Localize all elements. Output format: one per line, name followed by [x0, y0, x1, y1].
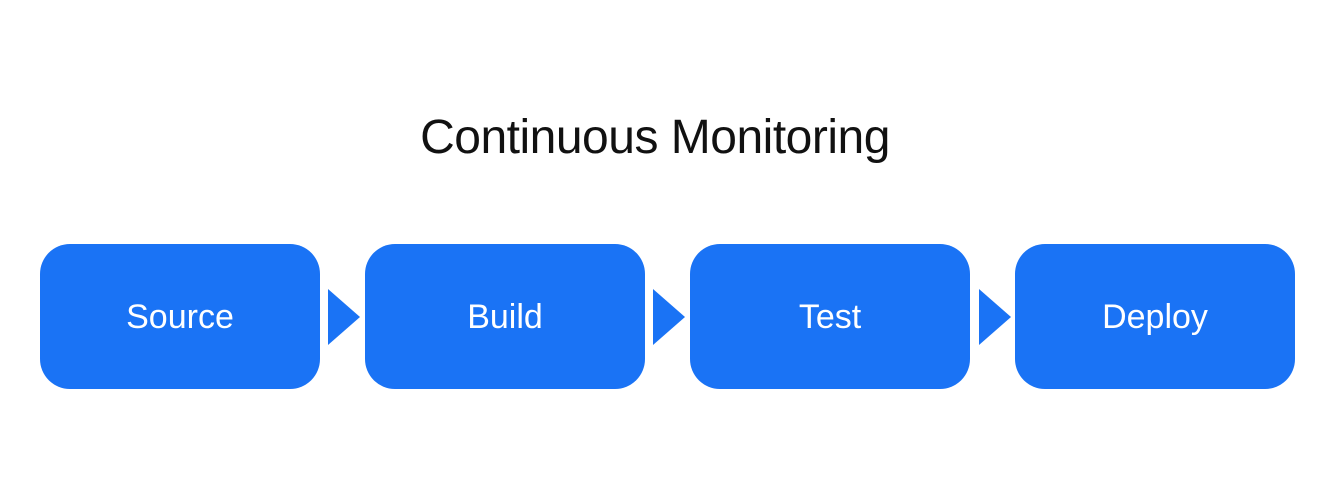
stage-deploy: Deploy	[1015, 244, 1295, 389]
arrow-right-icon	[979, 289, 1011, 345]
stage-source: Source	[40, 244, 320, 389]
diagram-title: Continuous Monitoring	[420, 111, 890, 164]
arrow-right-icon	[328, 289, 360, 345]
stage-label: Build	[467, 297, 543, 336]
stage-test: Test	[690, 244, 970, 389]
stage-build: Build	[365, 244, 645, 389]
arrow-right-icon	[653, 289, 685, 345]
stage-label: Deploy	[1102, 297, 1208, 336]
stage-label: Source	[126, 297, 234, 336]
stage-label: Test	[798, 297, 862, 336]
